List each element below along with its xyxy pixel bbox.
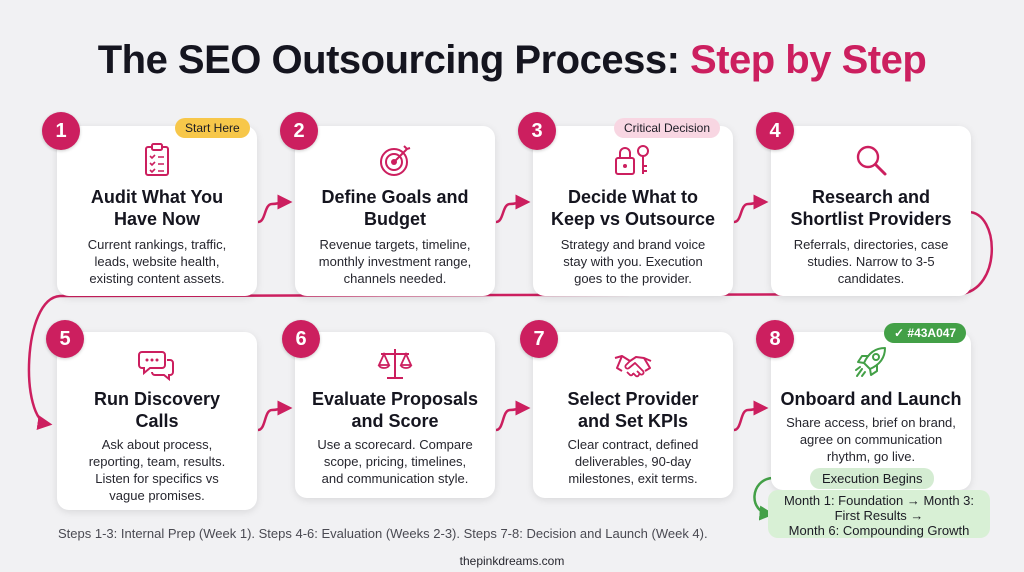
- arrow-5-6: [257, 400, 293, 432]
- timeline-box: Month 1: Foundation → Month 3: First Res…: [768, 490, 990, 538]
- arrow-1-2: [257, 194, 293, 224]
- critical-decision-badge: Critical Decision: [614, 118, 721, 138]
- step-number-8: 8: [756, 320, 794, 358]
- step-1-desc-line1: Current rankings, traffic,: [87, 237, 227, 252]
- rocket-icon: [855, 347, 886, 377]
- step-7-title-line1: Select Provider: [567, 389, 699, 409]
- timeline-line2: First Results →: [834, 508, 924, 523]
- title-main: The SEO Outsourcing Process:: [97, 38, 680, 82]
- color-hex-badge: ✓ #43A047: [884, 323, 967, 343]
- step-7-title-line2: and Set KPIs: [577, 411, 689, 431]
- chat-bubbles-icon: [138, 351, 174, 382]
- step-4-desc-line2: studies. Narrow to 3-5: [807, 254, 935, 269]
- step-1-title-line1: Audit What You: [90, 187, 224, 207]
- arrow-3-4: [733, 194, 769, 224]
- arrow-2-3: [495, 194, 531, 224]
- step-5-desc-line2: reporting, team, results.: [88, 454, 226, 469]
- step-number-6: 6: [282, 320, 320, 358]
- step-4-desc-line1: Referrals, directories, case: [793, 237, 949, 252]
- step-2-title-line1: Define Goals and: [321, 187, 469, 207]
- step-5-desc-line1: Ask about process,: [101, 437, 213, 452]
- step-number-4: 4: [756, 112, 794, 150]
- step-8-desc-line2: agree on communication: [799, 432, 943, 447]
- target-icon: [380, 145, 411, 176]
- arrow-7-8: [733, 400, 769, 432]
- step-3-title-line2: Keep vs Outsource: [550, 209, 716, 229]
- step-3-title-line1: Decide What to: [567, 187, 698, 207]
- step-card-8: Onboard and Launch Share access, brief o…: [771, 332, 971, 490]
- step-7-desc-line1: Clear contract, defined: [567, 437, 699, 452]
- step-5-title-line1: Run Discovery: [93, 389, 221, 409]
- step-number-5: 5: [46, 320, 84, 358]
- step-6-desc-line3: and communication style.: [321, 471, 469, 486]
- timeline-line3: Month 6: Compounding Growth: [788, 523, 970, 538]
- step-8-title: Onboard and Launch: [780, 389, 962, 409]
- step-2-title-line2: Budget: [364, 209, 426, 229]
- step-6-title-line1: Evaluate Proposals: [311, 389, 479, 409]
- step-2-desc-line2: monthly investment range,: [318, 254, 472, 269]
- step-8-desc-line3: rhythm, go live.: [826, 449, 916, 464]
- step-5-title-line2: Calls: [135, 411, 179, 431]
- title-accent: Step by Step: [690, 38, 927, 82]
- execution-begins-badge: Execution Begins: [810, 468, 935, 489]
- arrow-6-7: [495, 400, 531, 432]
- scales-icon: [377, 349, 413, 379]
- clipboard-checklist-icon: [145, 143, 169, 176]
- step-4-title-line1: Research and: [811, 187, 931, 207]
- step-6-desc-line2: scope, pricing, timelines,: [323, 454, 467, 469]
- step-1-desc-line3: existing content assets.: [89, 271, 225, 286]
- step-1-title-line2: Have Now: [113, 209, 201, 229]
- step-3-desc-line1: Strategy and brand voice: [560, 237, 706, 252]
- step-4-desc-line3: candidates.: [837, 271, 905, 286]
- step-6-desc-line1: Use a scorecard. Compare: [317, 437, 473, 452]
- step-3-desc-line2: stay with you. Execution: [563, 254, 703, 269]
- step-number-2: 2: [280, 112, 318, 150]
- page-title: The SEO Outsourcing Process: Step by Ste…: [0, 38, 1024, 83]
- timeline-line1: Month 1: Foundation → Month 3:: [783, 493, 975, 508]
- step-8-desc-line1: Share access, brief on brand,: [786, 415, 956, 430]
- step-7-desc-line3: milestones, exit terms.: [568, 471, 698, 486]
- step-5-desc-line4: vague promises.: [109, 488, 205, 503]
- step-4-title-line2: Shortlist Providers: [790, 209, 952, 229]
- site-credit: thepinkdreams.com: [459, 554, 565, 568]
- step-number-1: 1: [42, 112, 80, 150]
- handshake-icon: [614, 355, 652, 378]
- step-5-desc-line3: Listen for specifics vs: [95, 471, 219, 486]
- lock-key-icon: [615, 145, 649, 175]
- step-3-desc-line3: goes to the provider.: [574, 271, 692, 286]
- step-number-3: 3: [518, 112, 556, 150]
- step-number-7: 7: [520, 320, 558, 358]
- step-6-title-line2: and Score: [351, 411, 439, 431]
- step-7-desc-line2: deliverables, 90-day: [574, 454, 692, 469]
- step-2-desc-line1: Revenue targets, timeline,: [319, 237, 471, 252]
- magnifier-icon: [856, 145, 887, 176]
- start-here-badge: Start Here: [175, 118, 250, 138]
- phase-summary-note: Steps 1-3: Internal Prep (Week 1). Steps…: [58, 526, 708, 541]
- step-2-desc-line3: channels needed.: [343, 271, 447, 286]
- step-1-desc-line2: leads, website health,: [94, 254, 220, 269]
